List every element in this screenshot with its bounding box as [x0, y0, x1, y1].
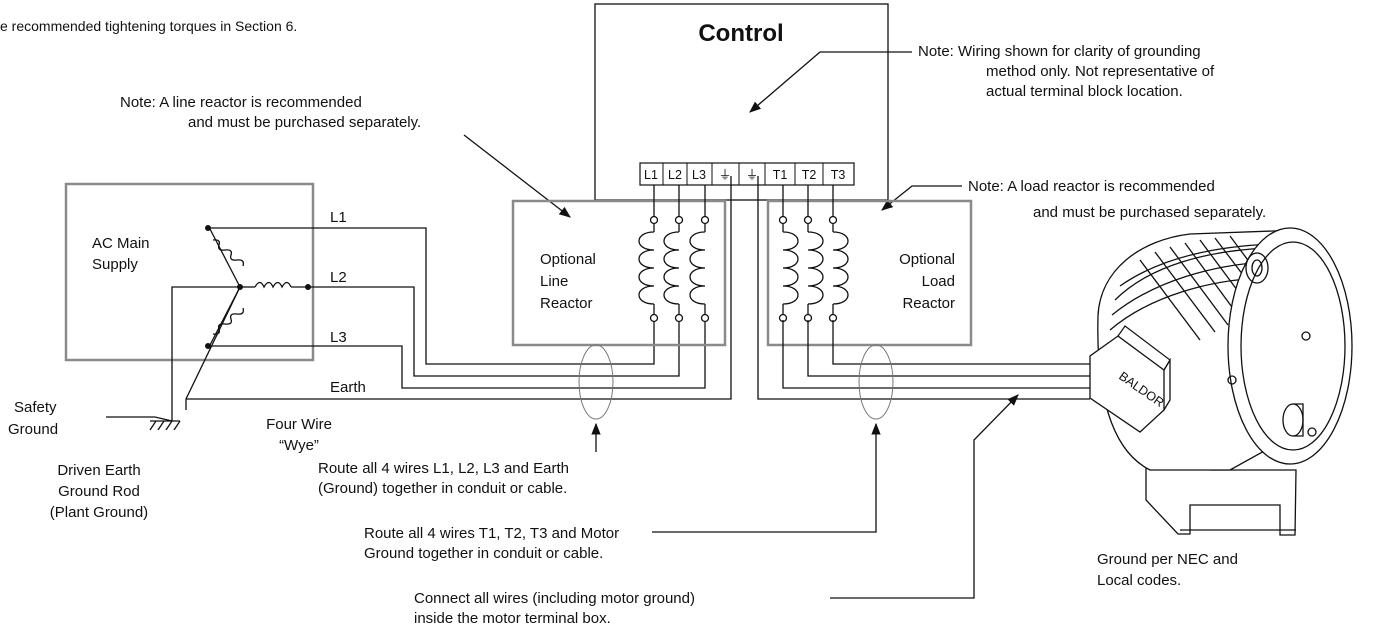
svg-text:“Wye”: “Wye” [279, 437, 319, 454]
svg-text:(Plant Ground): (Plant Ground) [50, 504, 148, 521]
svg-text:Ground: Ground [8, 421, 58, 438]
routing-connect-arrow [830, 394, 1019, 599]
terminal-t3: T3 [831, 168, 846, 182]
svg-text:Note: Wiring shown for clari: Note: Wiring shown for clarity of ground… [918, 43, 1201, 60]
wire-label-l3: L3 [330, 329, 347, 346]
header-note: e recommended tightening torques in Sect… [0, 18, 297, 34]
svg-text:(Ground) together in conduit o: (Ground) together in conduit or cable. [318, 480, 567, 497]
wire-label-earth: Earth [330, 379, 366, 396]
svg-text:Note: A line reactor is reco: Note: A line reactor is recommended [120, 94, 362, 111]
routing-motor-arrow [652, 422, 881, 533]
motor-side-wiring [757, 176, 1090, 400]
note-wiring-arrow [749, 51, 912, 113]
svg-text:Load: Load [922, 273, 955, 290]
terminal-l1: L1 [644, 168, 658, 182]
svg-text:Supply: Supply [92, 256, 138, 273]
svg-text:Reactor: Reactor [540, 295, 593, 312]
note-load-reactor: Note: A load reactor is recommended and … [968, 178, 1266, 221]
line-side-wiring [186, 176, 732, 400]
svg-text:Ground Rod: Ground Rod [58, 483, 140, 500]
svg-text:Four Wire: Four Wire [266, 416, 332, 433]
svg-text:Optional: Optional [540, 251, 596, 268]
svg-text:inside the motor terminal box.: inside the motor terminal box. [414, 610, 611, 627]
svg-text:Note: A load reactor is reco: Note: A load reactor is recommended [968, 178, 1215, 195]
load-reactor: Optional Load Reactor [766, 185, 973, 347]
safety-ground: Safety Ground [8, 399, 181, 438]
ac-main-supply: AC Main Supply [64, 182, 315, 421]
terminal-ground-1: ⏚ [719, 168, 732, 182]
svg-text:Route all 4 wires L1, L2, L3 a: Route all 4 wires L1, L2, L3 and Earth [318, 460, 569, 477]
motor: BALDOR [1089, 227, 1353, 536]
routing-note-line: Route all 4 wires L1, L2, L3 and Earth (… [318, 460, 569, 497]
motor-conduit-ellipse [858, 344, 894, 420]
routing-note-connect: Connect all wires (including motor groun… [414, 590, 695, 627]
svg-text:Line: Line [540, 273, 568, 290]
line-conduit-ellipse [578, 344, 614, 420]
control-title: Control [698, 20, 783, 47]
svg-text:Route all 4 wires T1, T2, T3 a: Route all 4 wires T1, T2, T3 and Motor [364, 525, 619, 542]
terminal-t1: T1 [773, 168, 788, 182]
svg-text:Ground per NEC and: Ground per NEC and [1097, 551, 1238, 568]
svg-text:Ground together in conduit or: Ground together in conduit or cable. [364, 545, 603, 562]
svg-text:Safety: Safety [14, 399, 57, 416]
terminal-l2: L2 [668, 168, 682, 182]
svg-text:and must be purchased separate: and must be purchased separately. [1033, 204, 1266, 221]
terminal-t2: T2 [802, 168, 817, 182]
svg-text:and must be purchased separate: and must be purchased separately. [188, 114, 421, 131]
wire-label-l2: L2 [330, 269, 347, 286]
motor-ground-note: Ground per NEC and Local codes. [1097, 551, 1238, 589]
note-line-reactor: Note: A line reactor is recommended and … [120, 94, 421, 131]
wire-label-l1: L1 [330, 209, 347, 226]
terminal-block: L1 L2 L3 ⏚ ⏚ T1 T2 T3 [639, 162, 855, 186]
driven-earth-label: Driven Earth Ground Rod (Plant Ground) [50, 462, 148, 521]
svg-text:AC Main: AC Main [92, 235, 150, 252]
routing-note-motor: Route all 4 wires T1, T2, T3 and Motor G… [364, 525, 619, 562]
svg-text:Reactor: Reactor [902, 295, 955, 312]
svg-text:Local codes.: Local codes. [1097, 572, 1181, 589]
terminal-l3: L3 [692, 168, 706, 182]
line-reactor: Optional Line Reactor [511, 185, 727, 347]
svg-text:Optional: Optional [899, 251, 955, 268]
control-unit: Control L1 L2 L3 ⏚ ⏚ T1 T2 T3 [594, 3, 889, 201]
svg-text:method only. Not representati: method only. Not representative of [986, 63, 1215, 80]
svg-text:actual terminal block location: actual terminal block location. [986, 83, 1183, 100]
svg-text:Connect all wires (including m: Connect all wires (including motor groun… [414, 590, 695, 607]
four-wire-label: Four Wire “Wye” [266, 416, 332, 454]
note-wiring: Note: Wiring shown for clarity of ground… [918, 43, 1215, 100]
terminal-ground-2: ⏚ [746, 168, 759, 182]
note-line-reactor-arrow [463, 134, 571, 218]
svg-text:Driven Earth: Driven Earth [57, 462, 140, 479]
note-load-reactor-arrow [881, 185, 962, 211]
